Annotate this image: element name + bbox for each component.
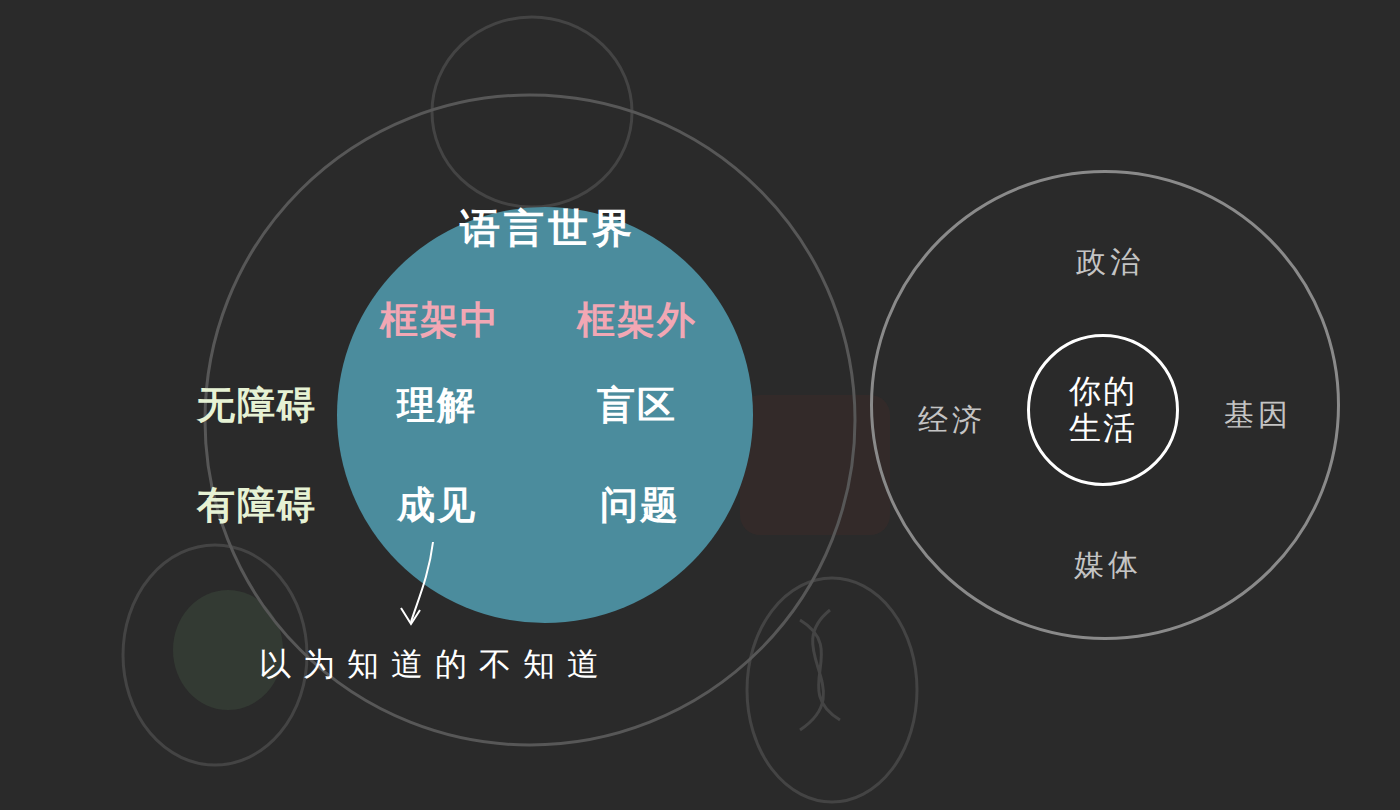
column-header: 框架外 — [577, 295, 697, 346]
column-header: 框架中 — [380, 295, 500, 346]
factor-label: 经济 — [918, 403, 986, 438]
table-cell: 理解 — [397, 380, 477, 431]
factor-label: 基因 — [1224, 398, 1292, 433]
handwritten-note: 以为知道的不知道 — [259, 643, 611, 687]
factor-label: 媒体 — [1074, 548, 1142, 583]
table-cell: 成见 — [397, 480, 477, 531]
circle-shape — [337, 207, 753, 623]
your-life-circle: 你的 生活 — [1027, 334, 1179, 486]
faint-red-patch — [740, 395, 890, 535]
node-title: 你的 生活 — [1066, 373, 1140, 447]
node-title: 语言世界 — [460, 205, 636, 251]
factor-label: 政治 — [1076, 245, 1144, 280]
circle-shape — [872, 172, 1339, 639]
row-header: 无障碍 — [197, 380, 317, 431]
table-cell: 问题 — [600, 480, 680, 531]
faint-sketch-circle — [432, 17, 632, 207]
leader-arrowhead — [401, 608, 420, 624]
row-header: 有障碍 — [197, 480, 317, 531]
faint-dna-sketch — [800, 610, 840, 730]
faint-sketch-circle — [747, 578, 917, 802]
circle-shape — [1029, 336, 1178, 485]
table-cell: 盲区 — [597, 380, 677, 431]
influence-circle: 政治经济 基因媒体 你的 生活 — [870, 170, 1340, 640]
